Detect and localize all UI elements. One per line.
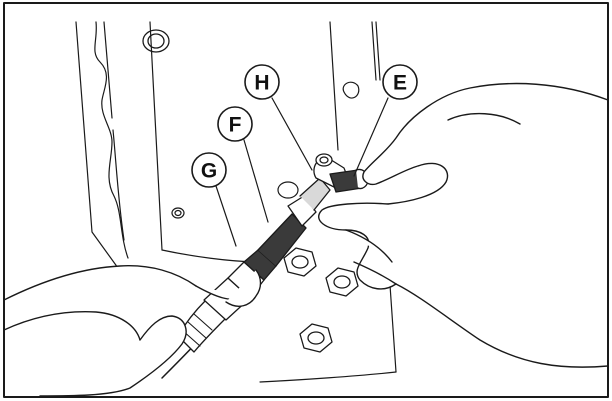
top-round-boss — [142, 29, 170, 53]
leader-g — [215, 185, 237, 247]
hex-bolt-upper-right — [325, 267, 359, 297]
callout-f: F — [217, 106, 253, 142]
left-hand — [3, 264, 262, 397]
leader-e — [353, 97, 389, 177]
callout-h: H — [244, 64, 280, 100]
hex-bolt-lower — [299, 323, 333, 353]
leader-f — [243, 139, 269, 223]
leader-lines — [215, 97, 389, 247]
probe-shaft — [257, 177, 331, 267]
callout-h-label: H — [254, 72, 269, 95]
leader-h — [271, 97, 313, 171]
callout-e: E — [382, 64, 418, 100]
callout-f-label: F — [229, 114, 242, 137]
washer — [277, 181, 299, 199]
terminal-connector — [313, 153, 369, 193]
callout-g-label: G — [201, 160, 217, 183]
small-hole — [171, 207, 185, 219]
callout-e-label: E — [393, 72, 407, 95]
right-hand — [318, 82, 609, 368]
right-plate — [259, 21, 397, 383]
hex-bolt-upper-left — [283, 247, 317, 277]
callout-g: G — [191, 152, 227, 188]
